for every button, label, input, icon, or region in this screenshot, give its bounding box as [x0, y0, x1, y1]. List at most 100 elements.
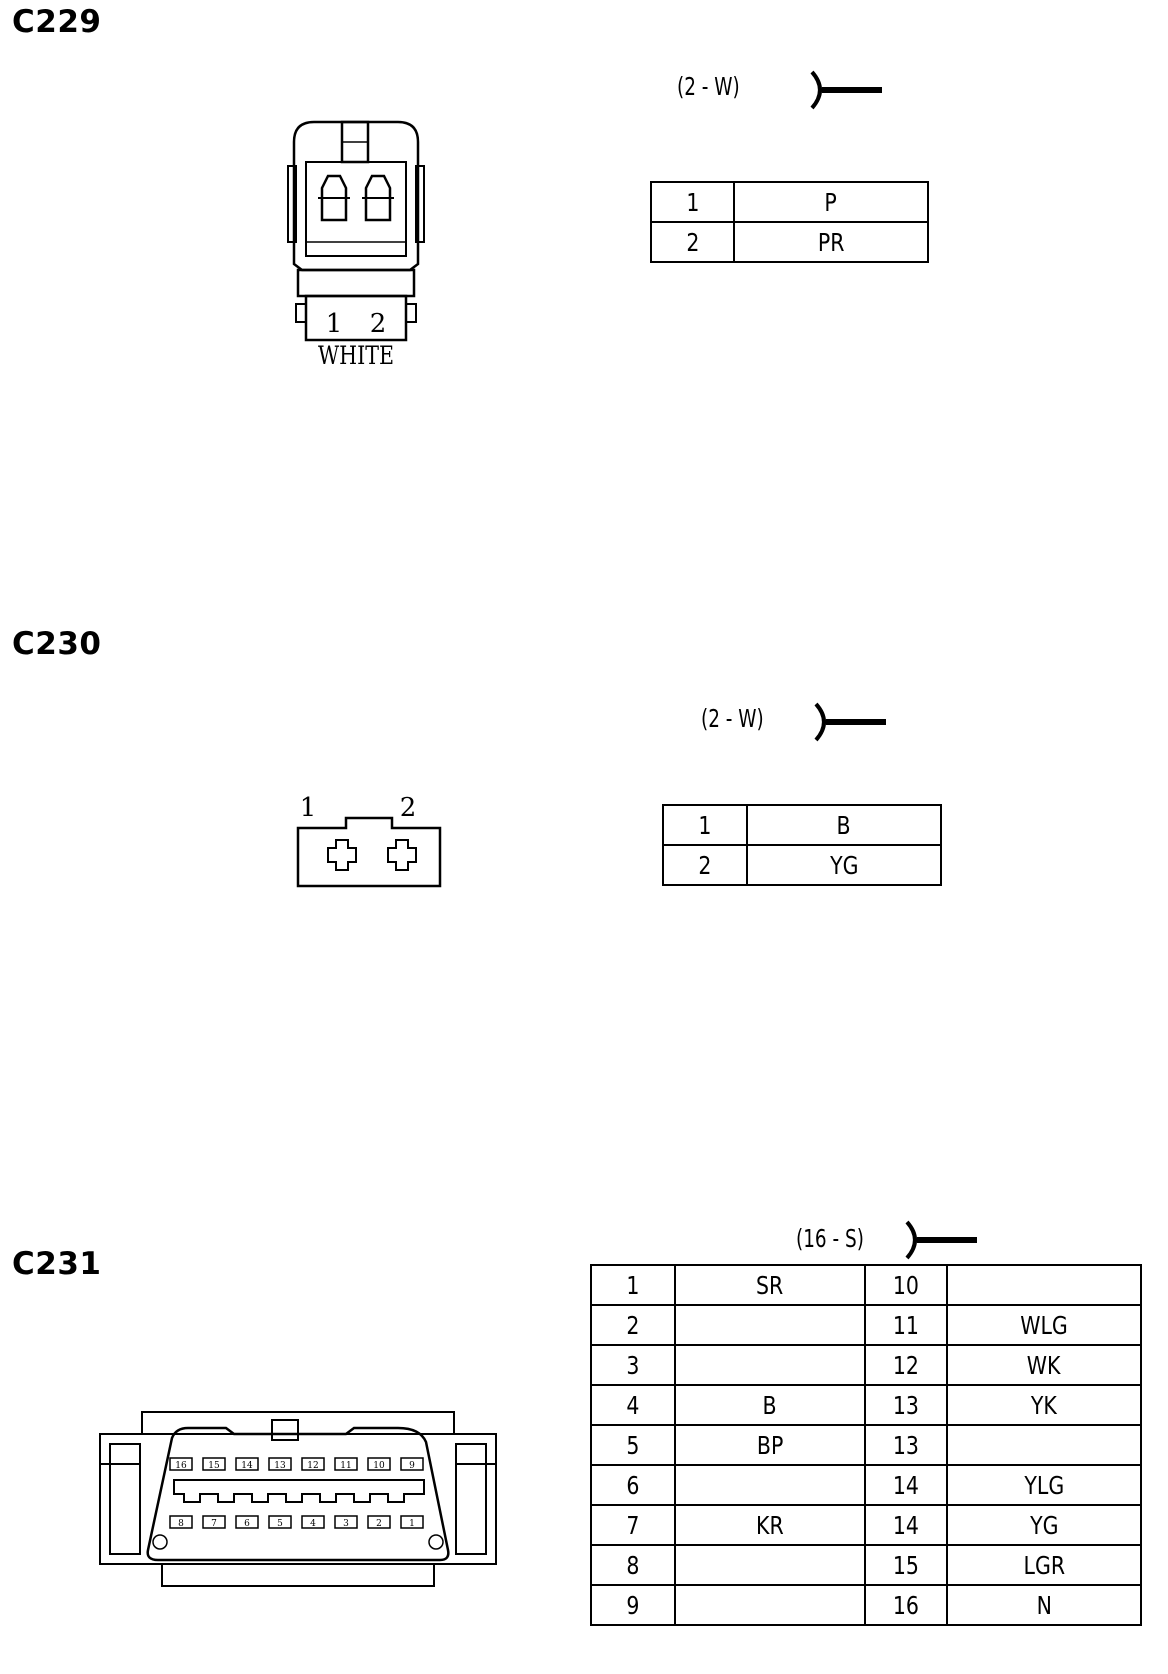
- pin-number-cell: 1: [650, 181, 735, 223]
- pin-number-cell: 5: [590, 1424, 676, 1466]
- pin-table-c230: 1 B 2 YG: [662, 804, 942, 886]
- pin-cavity: [235, 1457, 259, 1471]
- pin-label: 4: [310, 1519, 316, 1529]
- connector-title-c231: C231: [12, 1246, 102, 1282]
- pin-label: 6: [244, 1519, 250, 1529]
- pin-label: 13: [274, 1461, 286, 1471]
- connector-spec-c230: (2 - W): [701, 704, 764, 733]
- wire-color-cell: BP: [674, 1424, 866, 1466]
- pin-cavity: [169, 1457, 193, 1471]
- pin-label: 11: [340, 1461, 351, 1471]
- pin-label: 1: [409, 1519, 415, 1529]
- pin-label: 8: [178, 1519, 184, 1529]
- wire-color-cell: YLG: [946, 1464, 1142, 1506]
- pin-cavity: [334, 1457, 358, 1471]
- pin-number-cell: 1: [590, 1264, 676, 1306]
- pin-number-cell: 4: [590, 1384, 676, 1426]
- pin-number-cell: 13: [864, 1384, 948, 1426]
- connector-diagram-c230: 1 2: [296, 793, 442, 888]
- pin-number-cell: 2: [662, 844, 748, 886]
- wire-color-cell: P: [733, 181, 929, 223]
- table-row: 2 PR: [650, 221, 929, 263]
- wire-color-cell: YG: [946, 1504, 1142, 1546]
- pin-label: 5: [277, 1519, 283, 1529]
- pin-number-cell: 6: [590, 1464, 676, 1506]
- pin-cavity: [367, 1457, 391, 1471]
- connector-diagram-c231: 16 15 14 13 12 11 10 9 8 7 6 5 4 3 2 1: [99, 1411, 497, 1587]
- pin-label: 2: [376, 1519, 382, 1529]
- table-row: 1 B: [662, 804, 942, 846]
- pin-label: 2: [400, 793, 417, 823]
- pin-cavity: [202, 1515, 226, 1529]
- pin-number-cell: 3: [590, 1344, 676, 1386]
- pin-cavity: [268, 1515, 292, 1529]
- wire-color-cell: B: [746, 804, 942, 846]
- pin-number-cell: 7: [590, 1504, 676, 1546]
- wire-color-cell: SR: [674, 1264, 866, 1306]
- table-row: 2 YG: [662, 844, 942, 886]
- wire-color-cell: N: [946, 1584, 1142, 1626]
- pin-cavity: [169, 1515, 193, 1529]
- pin-row-top: 16 15 14 13 12 11 10 9: [169, 1457, 424, 1471]
- female-terminal-icon: [905, 1220, 977, 1260]
- pin-cavity: [301, 1515, 325, 1529]
- female-terminal-icon: [810, 70, 882, 110]
- pin-number-cell: 14: [864, 1504, 948, 1546]
- pin-cavity: [301, 1457, 325, 1471]
- pin-cavity: [235, 1515, 259, 1529]
- wire-color-cell: WK: [946, 1344, 1142, 1386]
- pin-cavity: [334, 1515, 358, 1529]
- pin-label: 12: [307, 1461, 318, 1471]
- pin-label: 2: [370, 309, 387, 339]
- pin-label: 16: [175, 1461, 187, 1471]
- pin-number-cell: 2: [590, 1304, 676, 1346]
- pin-number-cell: 11: [864, 1304, 948, 1346]
- connector-spec-c231: (16 - S): [796, 1224, 864, 1253]
- connector-title-c229: C229: [12, 4, 102, 40]
- pin-cavity: [400, 1457, 424, 1471]
- pin-label: 3: [343, 1519, 349, 1529]
- pin-label: 1: [326, 309, 343, 339]
- pin-number-cell: 13: [864, 1424, 948, 1466]
- wire-color-cell: [674, 1584, 866, 1626]
- wire-color-cell: [946, 1424, 1142, 1466]
- wire-color-cell: [674, 1544, 866, 1586]
- pin-number-cell: 12: [864, 1344, 948, 1386]
- pin-number-cell: 8: [590, 1544, 676, 1586]
- wire-color-cell: YK: [946, 1384, 1142, 1426]
- pin-label: 15: [208, 1461, 220, 1471]
- pin-row-bottom: 8 7 6 5 4 3 2 1: [169, 1515, 424, 1529]
- pin-label: 14: [241, 1461, 253, 1471]
- pin-number-cell: 2: [650, 221, 735, 263]
- wire-color-cell: [674, 1464, 866, 1506]
- connector-diagram-c229: 1 2 WHITE: [287, 120, 425, 368]
- connector-spec-c229: (2 - W): [677, 72, 740, 101]
- wire-color-cell: WLG: [946, 1304, 1142, 1346]
- pin-number-cell: 15: [864, 1544, 948, 1586]
- pin-table-c229: 1 P 2 PR: [650, 181, 929, 263]
- pin-label: 7: [211, 1519, 217, 1529]
- wire-color-cell: [674, 1344, 866, 1386]
- pin-cavity: [268, 1457, 292, 1471]
- wire-color-cell: YG: [746, 844, 942, 886]
- female-terminal-icon: [814, 702, 886, 742]
- pin-label: 9: [409, 1461, 415, 1471]
- table-row: 1 P: [650, 181, 929, 223]
- connector-title-c230: C230: [12, 626, 102, 662]
- housing-color-label: WHITE: [318, 341, 394, 368]
- pin-cavity: [367, 1515, 391, 1529]
- wire-color-cell: [674, 1304, 866, 1346]
- wire-color-cell: B: [674, 1384, 866, 1426]
- pin-number-cell: 10: [864, 1264, 948, 1306]
- pin-label: 10: [373, 1461, 385, 1471]
